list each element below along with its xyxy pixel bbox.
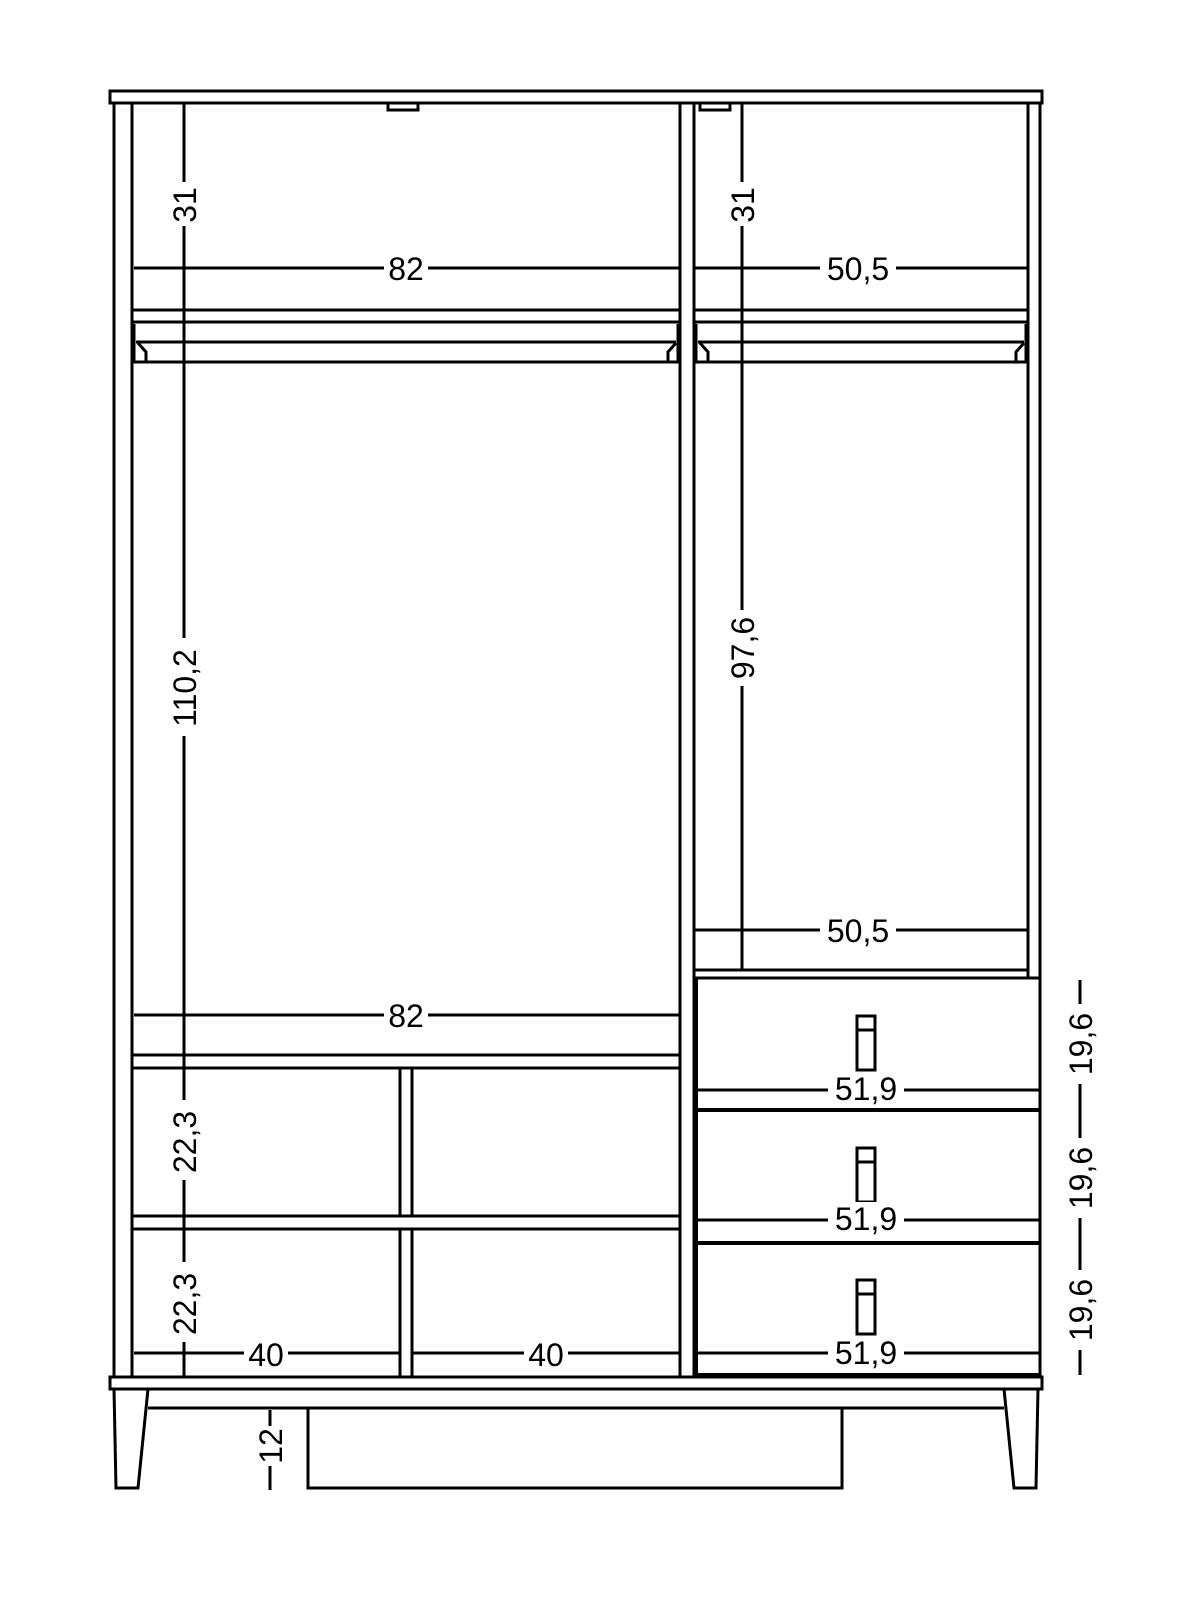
top-shelf-right <box>694 308 1028 324</box>
dim-label-hanging-left-width: 82 <box>388 998 424 1034</box>
right-side-panel <box>1026 103 1042 1378</box>
dim-label-top-left-width: 82 <box>388 251 424 287</box>
hanging-rail-right <box>694 324 1028 364</box>
center-divider <box>678 103 696 1378</box>
drawer-handle-icon[interactable] <box>855 1014 877 1072</box>
dim-label-top-right-height: 31 <box>725 187 761 223</box>
top-panel <box>108 89 1044 105</box>
drawer-3[interactable] <box>696 1278 1040 1377</box>
top-fitting-left <box>386 101 420 112</box>
dim-label-hanging-right-width: 50,5 <box>827 913 889 949</box>
dim-label-cubby-right-width: 40 <box>528 1337 564 1373</box>
dim-label-hanging-left-height: 110,2 <box>167 649 203 727</box>
top-fitting-right <box>698 101 732 112</box>
drawer-1[interactable] <box>694 978 1040 1376</box>
cubby-vertical-divider <box>398 1068 414 1378</box>
hanging-rail-left <box>132 324 680 364</box>
bottom-drawer-front <box>306 1406 844 1490</box>
dim-label-cubby-lower-height: 22,3 <box>167 1273 203 1335</box>
dim-label-drawer-3-height: 19,6 <box>1063 1279 1099 1341</box>
cubby-middle-shelf <box>132 1214 680 1231</box>
dim-label-drawer-1-height: 19,6 <box>1063 1013 1099 1075</box>
top-shelf-left <box>132 308 680 324</box>
dim-label-leg-height: 12 <box>253 1428 289 1464</box>
dim-label-cubby-upper-height: 22,3 <box>167 1111 203 1173</box>
left-leg <box>112 1388 162 1490</box>
dim-label-top-right-width: 50,5 <box>827 251 889 287</box>
dim-label-drawer-2-height: 19,6 <box>1063 1147 1099 1209</box>
drawer-top-shelf <box>694 968 1040 980</box>
drawer-handle-icon[interactable] <box>855 1278 877 1336</box>
base-panel <box>108 1375 1044 1391</box>
left-side-panel <box>112 103 134 1378</box>
dim-label-top-left-height: 31 <box>167 187 203 223</box>
dim-label-hanging-right-height: 97,6 <box>725 617 761 679</box>
dim-label-drawer-1-width: 51,9 <box>835 1071 897 1107</box>
drawer-handle-icon[interactable] <box>855 1146 877 1204</box>
right-leg <box>990 1388 1040 1490</box>
dim-label-drawer-2-width: 51,9 <box>835 1201 897 1237</box>
cubby-top-shelf <box>132 1053 680 1070</box>
dim-label-drawer-3-width: 51,9 <box>835 1335 897 1371</box>
dim-label-cubby-left-width: 40 <box>248 1337 284 1373</box>
